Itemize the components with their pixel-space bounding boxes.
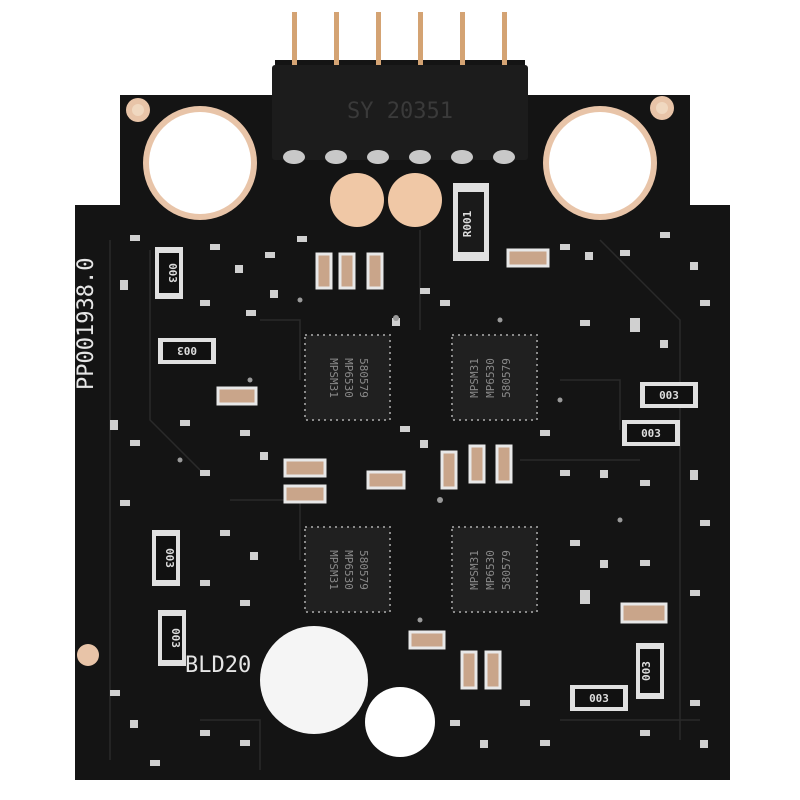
resistor-003: 003 (158, 610, 186, 666)
header-solder-joints (283, 150, 515, 164)
chip-marking-line3: 580579 (357, 358, 370, 398)
chip-top-left: MPSM31 MP6530 580579 (304, 334, 391, 421)
header-pins (292, 12, 507, 72)
resistor-003: 003 (570, 685, 628, 711)
resistor-003-label: 003 (659, 389, 679, 402)
chip-marking-line1: MPSM31 (468, 550, 481, 590)
resistor-003: 003 (636, 643, 664, 699)
resistor-003-label: 003 (177, 344, 197, 357)
mounting-hole-bottom-small (365, 687, 435, 757)
smd-components (110, 232, 710, 766)
resistor-003-label: 003 (640, 661, 653, 681)
chip-marking-line2: MP6530 (484, 550, 497, 590)
resistor-003: 003 (622, 420, 680, 446)
chip-bottom-left: MPSM31 MP6530 580579 (304, 526, 391, 613)
copper-pad-right (388, 173, 442, 227)
resistor-003-label: 003 (163, 548, 176, 568)
chip-bottom-right: MPSM31 MP6530 580579 (451, 526, 538, 613)
resistor-003: 003 (152, 530, 180, 586)
resistor-003-label: 003 (641, 427, 661, 440)
pcb-traces (109, 230, 700, 770)
capacitors (216, 248, 668, 690)
resistor-003: 003 (155, 247, 183, 299)
vias (177, 297, 623, 623)
chip-marking-line1: MPSM31 (327, 358, 340, 398)
header-marking: SY 20351 (347, 99, 453, 124)
chip-marking-line3: 580579 (357, 550, 370, 590)
copper-pad-left (330, 173, 384, 227)
corner-pad-bottom-left (77, 644, 99, 666)
mounting-hole-bottom (260, 626, 368, 734)
chip-marking-line3: 580579 (500, 550, 513, 590)
chip-top-right: MPSM31 MP6530 580579 (451, 334, 538, 421)
chip-marking-line2: MP6530 (342, 358, 355, 398)
resistor-003: 003 (640, 382, 698, 408)
chip-marking-line2: MP6530 (484, 358, 497, 398)
chip-marking-line3: 580579 (500, 358, 513, 398)
pcb-board (75, 60, 730, 780)
chip-marking-line2: MP6530 (342, 550, 355, 590)
part-number: PP001938.0 (74, 258, 99, 390)
resistor-003-label: 003 (169, 628, 182, 648)
pin-header (272, 65, 528, 160)
resistor-003-label: 003 (589, 692, 609, 705)
resistor-003: 003 (158, 338, 216, 364)
resistor-003-label: 003 (166, 263, 179, 283)
build-label: BLD20 (185, 653, 251, 678)
chip-marking-line1: MPSM31 (327, 550, 340, 590)
chip-marking-line1: MPSM31 (468, 358, 481, 398)
resistor-r001-label: R001 (461, 210, 474, 237)
